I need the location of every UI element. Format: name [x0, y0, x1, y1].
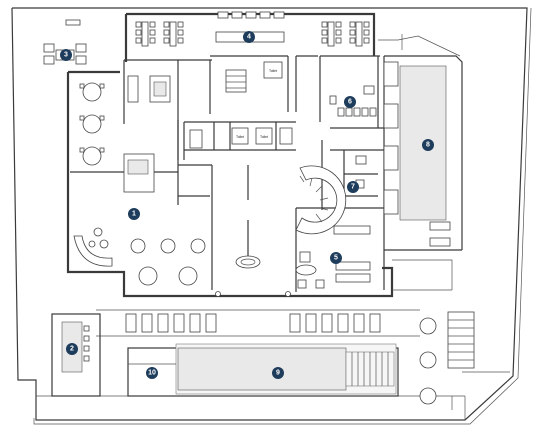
- round-table-column-left: [79, 82, 105, 166]
- round-table-row-bottom: [138, 266, 198, 286]
- svg-text:2: 2: [70, 346, 74, 353]
- room-marker-6: 6: [344, 96, 356, 108]
- room-marker-9: 9: [272, 367, 284, 379]
- svg-text:8: 8: [426, 142, 430, 149]
- svg-text:10: 10: [148, 370, 156, 377]
- pool-area: [127, 343, 399, 397]
- toilet-label-1: Toilet: [269, 69, 277, 73]
- lounge-upper: [127, 75, 171, 103]
- terrace-loungers: [96, 309, 420, 337]
- round-table-row-middle: [130, 238, 206, 254]
- svg-text:7: 7: [351, 184, 355, 191]
- room-marker-5: 5: [330, 252, 342, 264]
- svg-text:1: 1: [132, 211, 136, 218]
- spiral-stair: [295, 165, 347, 235]
- pavilion-room-2: [51, 313, 101, 397]
- cafe-area: [73, 82, 206, 286]
- svg-text:6: 6: [348, 99, 352, 106]
- toilet-label-2: Toilet: [236, 135, 244, 139]
- room-marker-2: 2: [66, 343, 78, 355]
- svg-text:5: 5: [334, 255, 338, 262]
- room-marker-7: 7: [347, 181, 359, 193]
- room-marker-4: 4: [243, 31, 255, 43]
- table-group-top-left: [135, 21, 184, 47]
- terrace-tables-right: [419, 311, 475, 405]
- svg-text:3: 3: [64, 52, 68, 59]
- room-marker-3: 3: [60, 49, 72, 61]
- svg-text:4: 4: [247, 34, 251, 41]
- building-walls: [66, 12, 394, 298]
- toilet-label-3: Toilet: [260, 135, 268, 139]
- svg-text:9: 9: [276, 370, 280, 377]
- meeting-room-5: [295, 225, 371, 289]
- room-marker-8: 8: [422, 139, 434, 151]
- core-stair-elevators: Toilet Toilet Toilet: [189, 61, 293, 149]
- room-marker-10: 10: [146, 367, 158, 379]
- center-feature: [215, 255, 291, 297]
- room-marker-1: 1: [128, 208, 140, 220]
- right-wing: [378, 34, 463, 291]
- table-group-top-right: [321, 21, 370, 47]
